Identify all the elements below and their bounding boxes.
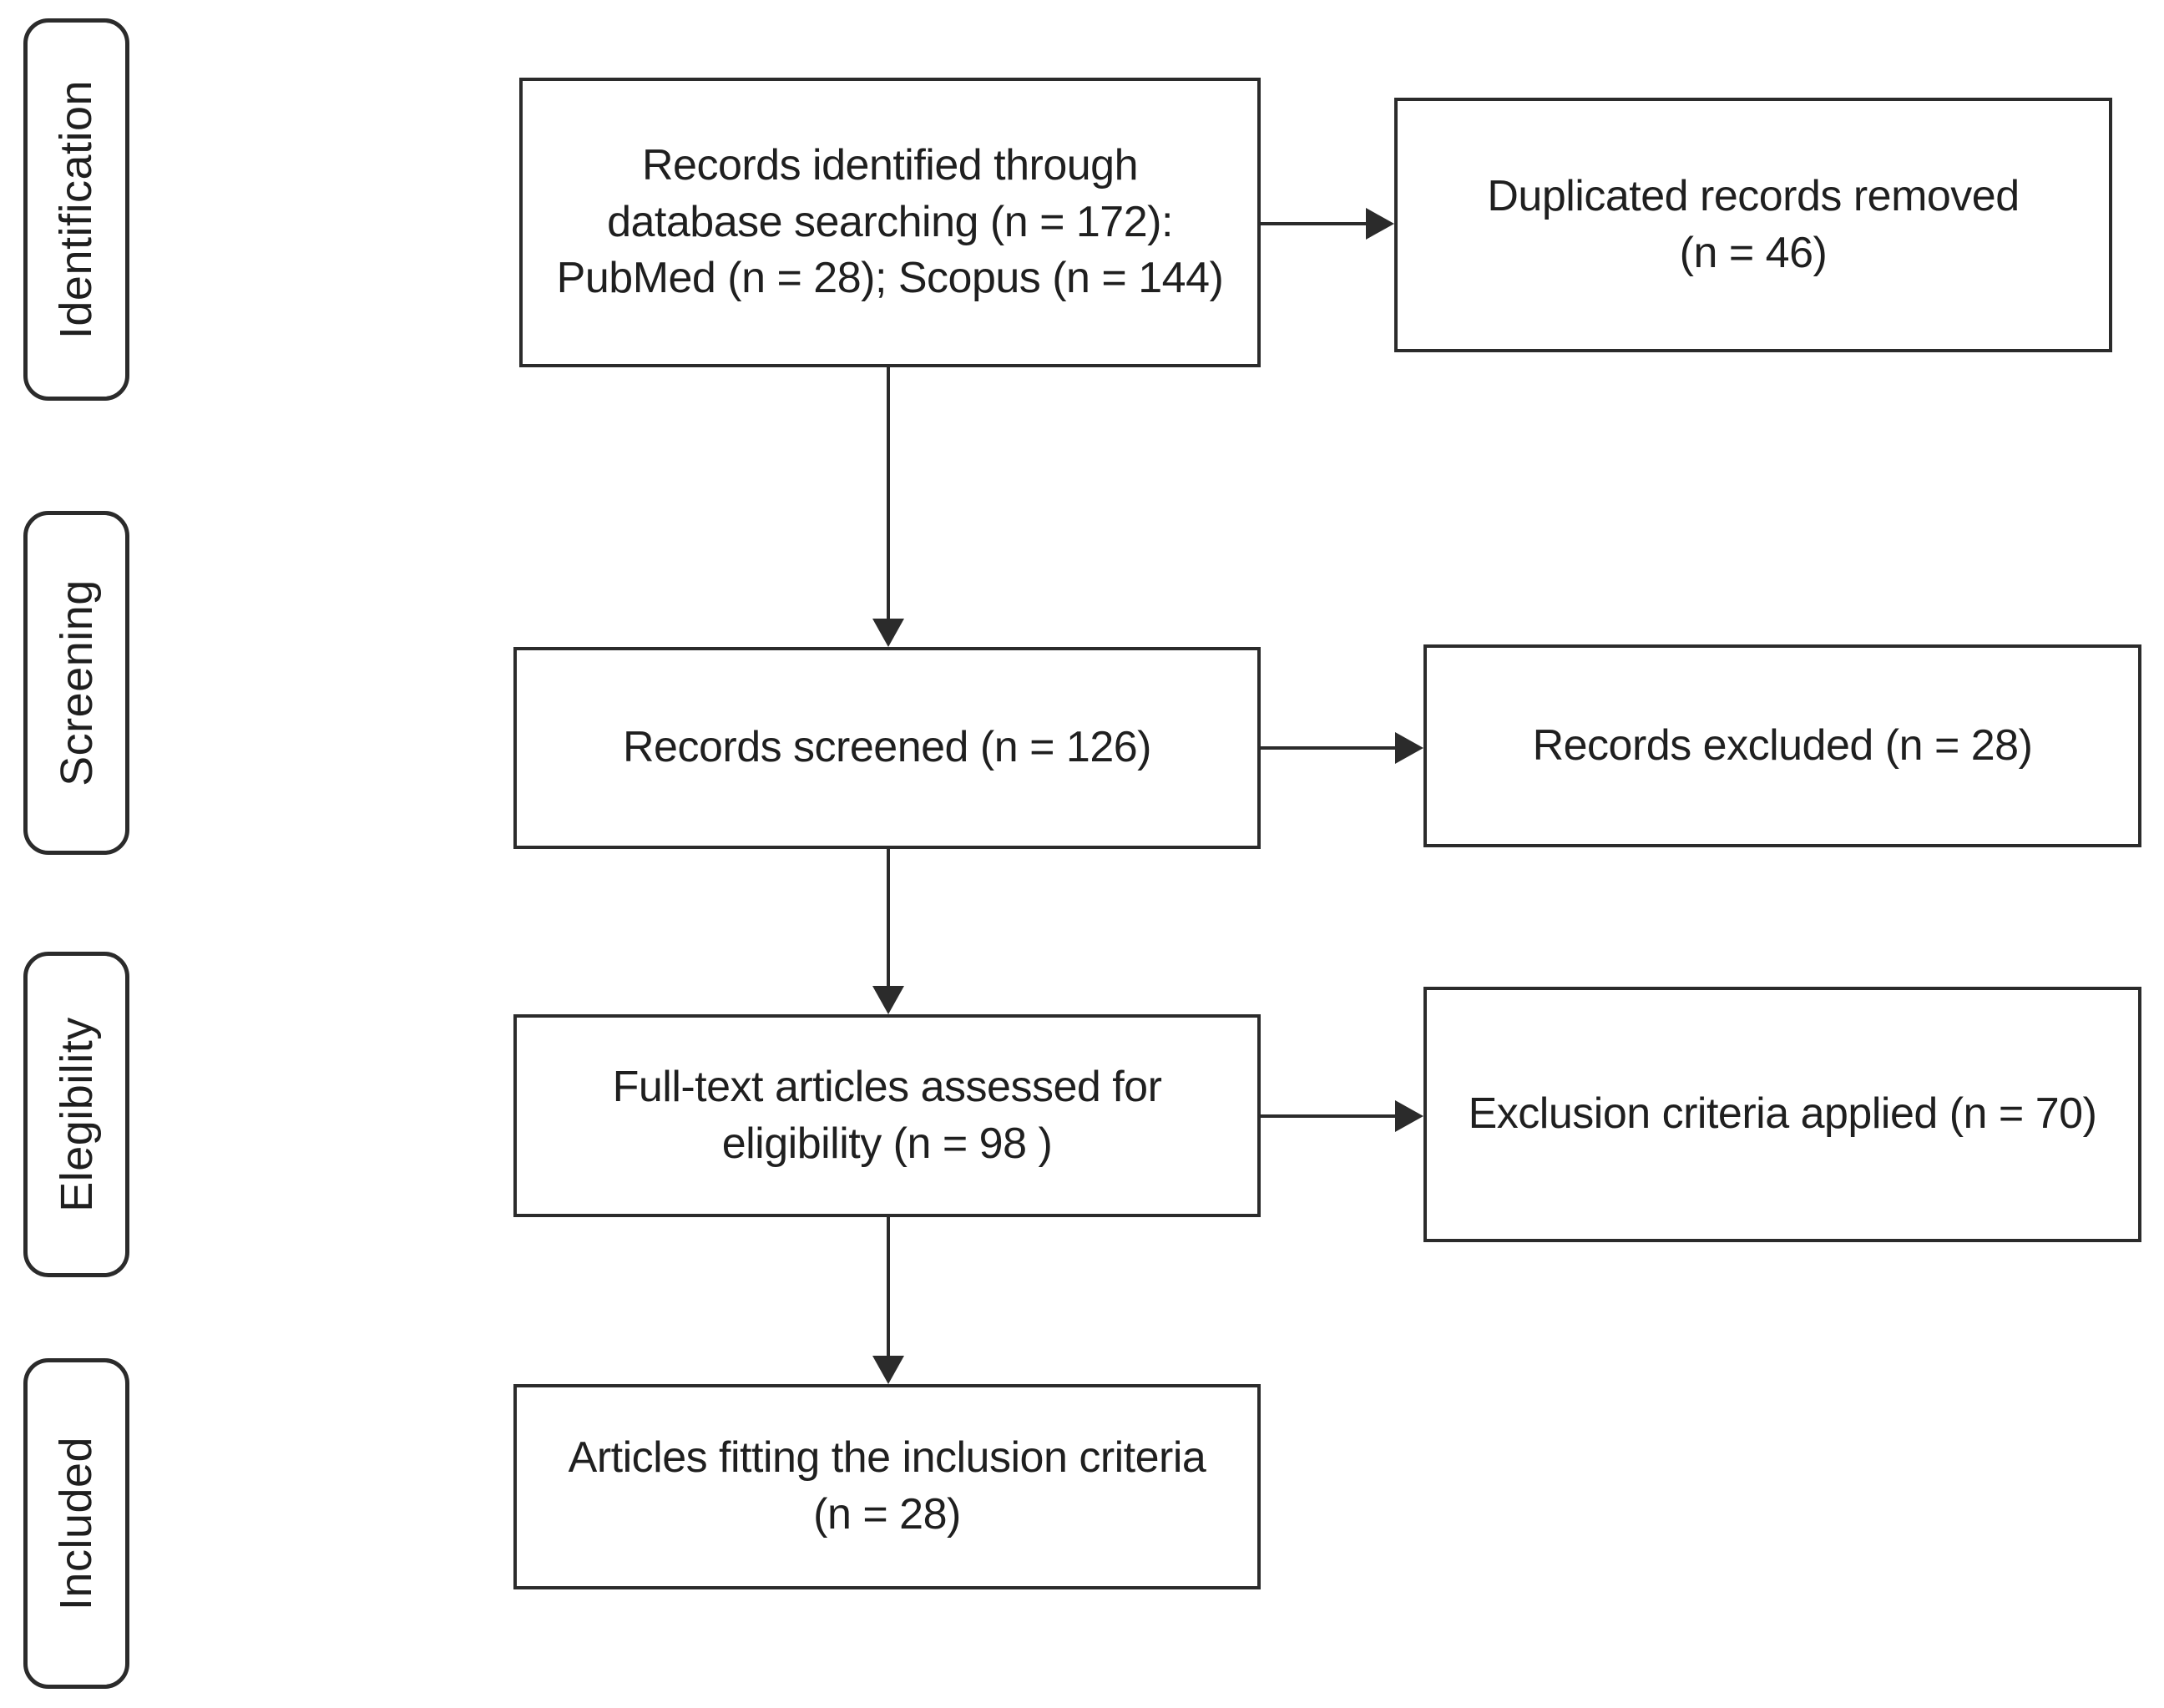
stage-label-elegibility: Elegibility bbox=[23, 952, 129, 1277]
box-fulltext-assessed: Full-text articles assessed for eligibil… bbox=[513, 1014, 1261, 1217]
box-records-excluded: Records excluded (n = 28) bbox=[1423, 644, 2141, 847]
arrowhead-right-icon bbox=[1395, 1100, 1423, 1132]
stage-label-identification-text: Identification bbox=[51, 79, 102, 340]
box-articles-included: Articles fitting the inclusion criteria … bbox=[513, 1384, 1261, 1589]
arrow-fulltext-to-exclusion bbox=[1261, 1100, 1423, 1132]
box-records-excluded-text: Records excluded (n = 28) bbox=[1532, 720, 2033, 770]
arrow-shaft bbox=[1261, 222, 1369, 225]
box-duplicates-removed-text: Duplicated records removed (n = 46) bbox=[1487, 171, 2020, 277]
arrow-fulltext-to-included bbox=[872, 1217, 904, 1384]
box-records-identified-text: Records identified through database sear… bbox=[556, 141, 1224, 303]
arrowhead-down-icon bbox=[872, 986, 904, 1014]
arrow-screened-to-excluded bbox=[1261, 732, 1423, 764]
arrow-screened-to-fulltext bbox=[872, 849, 904, 1014]
box-records-screened: Records screened (n = 126) bbox=[513, 647, 1261, 849]
stage-label-identification: Identification bbox=[23, 18, 129, 401]
arrowhead-down-icon bbox=[872, 1356, 904, 1384]
arrowhead-right-icon bbox=[1395, 732, 1423, 764]
arrow-identified-to-screened bbox=[872, 367, 904, 647]
arrowhead-right-icon bbox=[1366, 208, 1394, 240]
box-records-identified: Records identified through database sear… bbox=[519, 78, 1261, 367]
box-articles-included-text: Articles fitting the inclusion criteria … bbox=[568, 1433, 1206, 1539]
arrow-shaft bbox=[887, 849, 890, 989]
arrowhead-down-icon bbox=[872, 619, 904, 647]
box-records-screened-text: Records screened (n = 126) bbox=[622, 723, 1152, 772]
stage-label-elegibility-text: Elegibility bbox=[51, 1017, 102, 1212]
arrow-shaft bbox=[1261, 746, 1398, 750]
box-exclusion-criteria-applied-text: Exclusion criteria applied (n = 70) bbox=[1468, 1089, 2097, 1139]
arrow-identified-to-duplicates bbox=[1261, 208, 1394, 240]
arrow-shaft bbox=[887, 1217, 890, 1359]
stage-label-screening-text: Screening bbox=[51, 579, 102, 786]
arrow-shaft bbox=[1261, 1114, 1398, 1118]
box-exclusion-criteria-applied: Exclusion criteria applied (n = 70) bbox=[1423, 987, 2141, 1242]
arrow-shaft bbox=[887, 367, 890, 622]
stage-label-screening: Screening bbox=[23, 511, 129, 855]
box-duplicates-removed: Duplicated records removed (n = 46) bbox=[1394, 98, 2112, 352]
stage-label-included-text: Included bbox=[51, 1436, 102, 1611]
stage-label-included: Included bbox=[23, 1358, 129, 1689]
box-fulltext-assessed-text: Full-text articles assessed for eligibil… bbox=[612, 1062, 1162, 1168]
